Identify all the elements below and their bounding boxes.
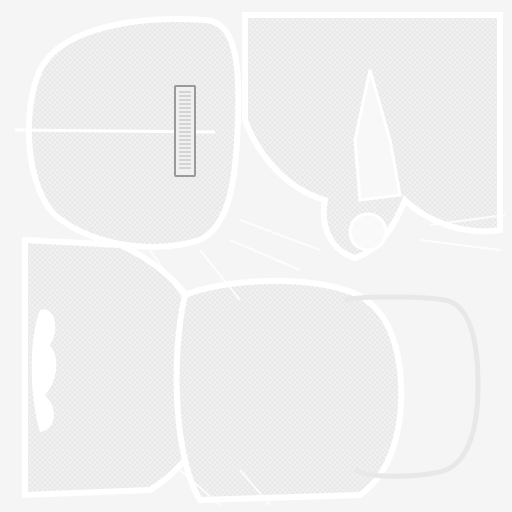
label-patch [174,85,196,177]
uv-island-bottom-right [173,277,405,504]
strap-outline [344,294,481,479]
uv-island-top-left [14,16,242,250]
uv-island-top-right [242,12,503,262]
seam-sweeps [149,214,506,506]
